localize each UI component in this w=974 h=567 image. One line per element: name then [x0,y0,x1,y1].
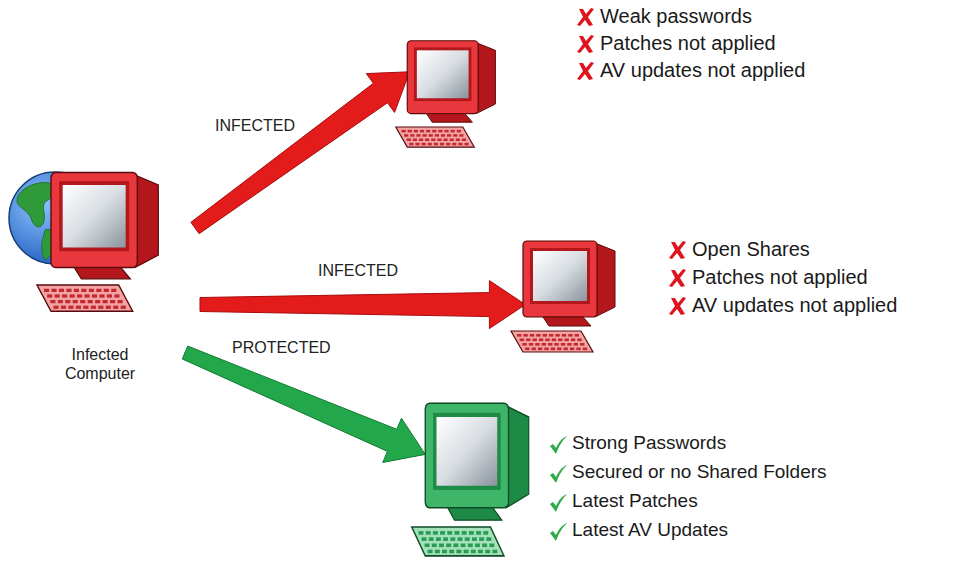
status-text: Latest Patches [572,490,698,511]
status-list: Open SharesPatches not applied AV updates… [668,237,897,321]
computer-node: Infected Computer [5,160,180,390]
computer-svg [30,165,170,315]
status-list: Weak passwordsPatches not applied AV upda… [576,4,805,85]
cross-mark [668,296,688,316]
status-text: Latest AV Updates [572,519,728,540]
computer-svg [505,235,625,355]
status-item: AV updates not applied [576,58,805,85]
status-text: AV updates not applied [600,59,805,81]
check-mark [548,493,568,513]
computer-node: Open SharesPatches not applied AV updates… [500,225,970,365]
status-text: AV updates not applied [692,294,897,316]
computer-icon [511,241,615,352]
computer-svg [405,395,540,560]
status-item: AV updates not applied [668,293,897,321]
computer-icon [412,403,529,556]
cross-mark [576,34,596,54]
status-item: Strong Passwords [548,432,827,461]
status-text: Strong Passwords [572,432,726,453]
status-text: Weak passwords [600,5,752,27]
computer-node: Weak passwordsPatches not applied AV upda… [385,0,925,160]
status-list: Strong PasswordsSecured or no Shared Fol… [548,432,827,548]
edge-label: INFECTED [318,261,398,280]
node-caption: Infected Computer [45,345,155,383]
status-text: Open Shares [692,238,810,260]
check-mark [548,464,568,484]
cross-mark [668,268,688,288]
edge-label: PROTECTED [232,338,331,357]
status-item: Patches not applied [576,31,805,58]
status-text: Patches not applied [600,32,776,54]
computer-icon [37,173,158,312]
status-item: Latest AV Updates [548,519,827,548]
block-arrow [200,281,525,329]
block-arrow [182,346,425,462]
cross-mark [576,61,596,81]
check-mark [548,435,568,455]
edge-label: INFECTED [215,116,295,135]
check-mark [548,522,568,542]
computer-svg [390,35,505,150]
status-item: Patches not applied [668,265,897,293]
status-item: Latest Patches [548,490,827,519]
cross-mark [668,240,688,260]
computer-icon [396,41,496,147]
block-arrow [191,72,410,234]
status-text: Patches not applied [692,266,868,288]
computer-node: Strong PasswordsSecured or no Shared Fol… [405,380,885,567]
status-text: Secured or no Shared Folders [572,461,827,482]
status-item: Open Shares [668,237,897,265]
cross-mark [576,7,596,27]
status-item: Secured or no Shared Folders [548,461,827,490]
status-item: Weak passwords [576,4,805,31]
